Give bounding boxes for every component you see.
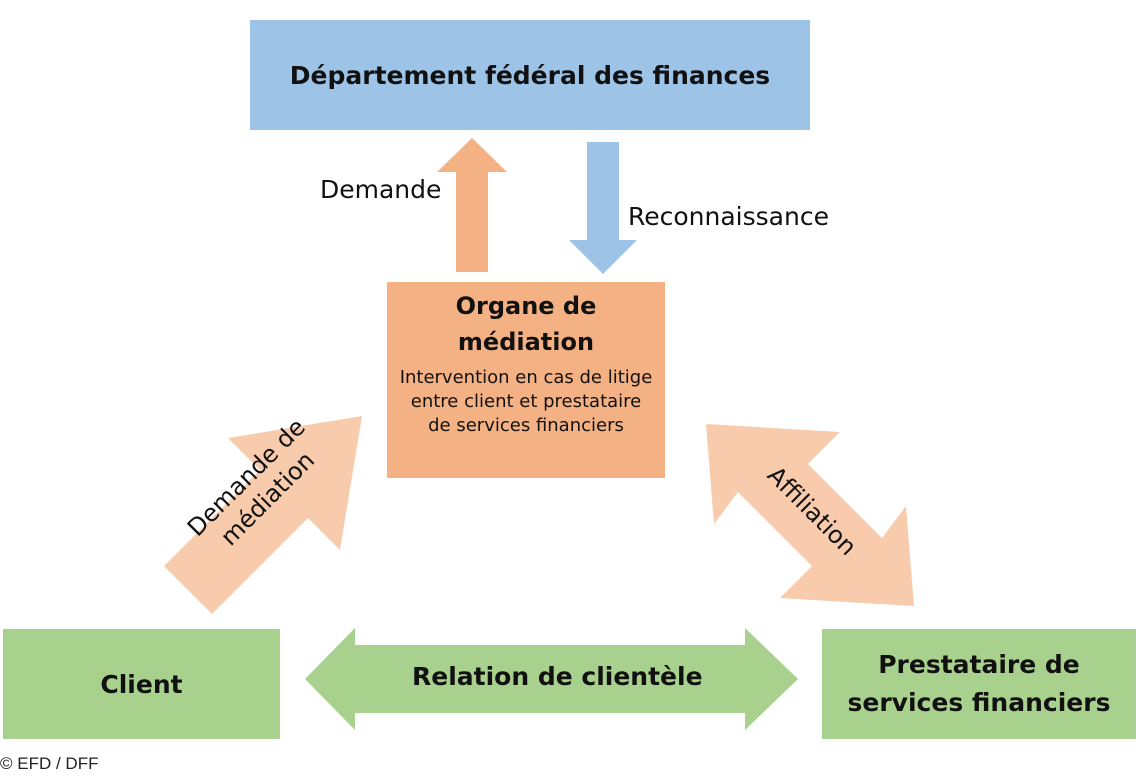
reconnaissance-label: Reconnaissance (628, 202, 829, 231)
prestataire-box: Prestataire de services financiers (822, 629, 1136, 739)
dff-label: Département fédéral des finances (289, 60, 771, 90)
reconnaissance-arrow (569, 142, 637, 274)
organe-description: Intervention en cas de litige entre clie… (399, 367, 653, 436)
copyright-text: © EFD / DFF (0, 754, 99, 773)
organe-mediation-box: Organe de médiation Intervention en cas … (387, 282, 665, 478)
demande-label: Demande (320, 175, 442, 204)
affiliation-arrow (706, 424, 914, 606)
relation-label: Relation de clientèle (412, 662, 703, 691)
prestataire-label-line-2: services financiers (847, 688, 1111, 717)
demande-arrow (437, 138, 507, 272)
prestataire-label-line-1: Prestataire de (878, 650, 1080, 679)
organe-title-line-1: Organe de (455, 292, 597, 320)
client-box: Client (3, 629, 280, 739)
organe-title-line-2: médiation (457, 328, 595, 356)
client-label: Client (100, 669, 183, 699)
dff-box: Département fédéral des finances (250, 20, 810, 130)
relation-arrow (305, 628, 798, 730)
demande-mediation-arrow (164, 416, 362, 614)
